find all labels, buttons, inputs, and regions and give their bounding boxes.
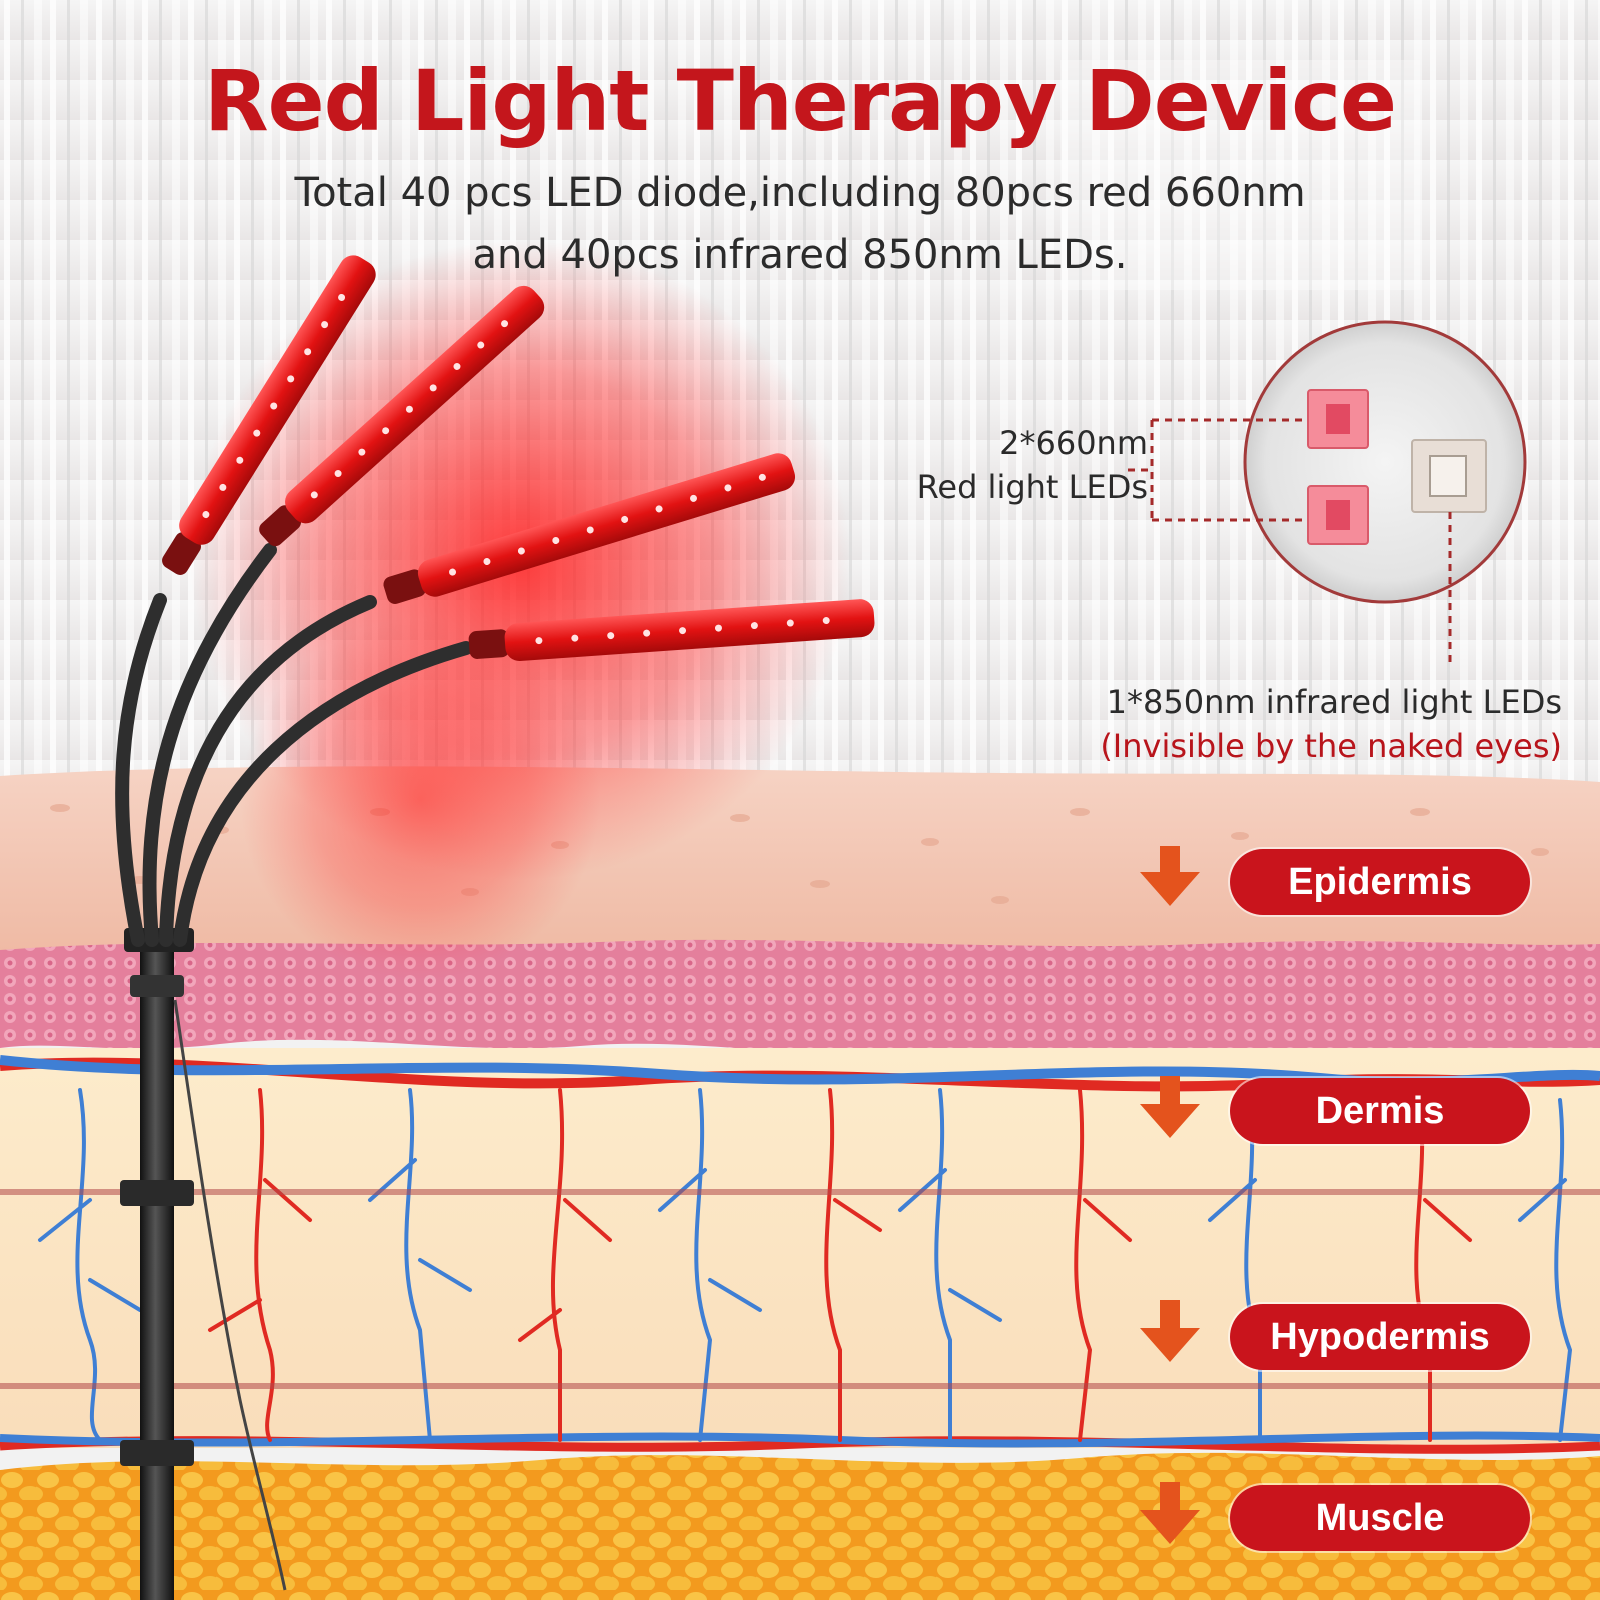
down-arrow-icon bbox=[1140, 1482, 1200, 1544]
muscle-badge: Muscle bbox=[1230, 1485, 1530, 1551]
infrared-led-label: 1*850nm infrared light LEDs bbox=[1106, 683, 1562, 721]
light-bar-2 bbox=[259, 285, 545, 547]
muscle-fat-layer bbox=[0, 1452, 1600, 1600]
red-led-type-label: Red light LEDs bbox=[916, 468, 1148, 506]
light-bar-3 bbox=[383, 453, 796, 604]
hypodermis-badge: Hypodermis bbox=[1230, 1304, 1530, 1370]
dermis-cell-layer bbox=[0, 939, 1600, 1064]
down-arrow-icon bbox=[1140, 846, 1200, 906]
epidermis-badge: Epidermis bbox=[1230, 849, 1530, 915]
subtitle-line-2: and 40pcs infrared 850nm LEDs. bbox=[472, 232, 1128, 278]
dermis-badge: Dermis bbox=[1230, 1078, 1530, 1144]
light-bar-1 bbox=[162, 255, 376, 575]
down-arrow-icon bbox=[1140, 1076, 1200, 1138]
red-led-count-label: 2*660nm bbox=[999, 424, 1148, 462]
light-bar-4 bbox=[468, 599, 875, 662]
window-highlight bbox=[1060, 60, 1420, 290]
hypodermis-label: Hypodermis bbox=[1270, 1316, 1490, 1358]
muscle-label: Muscle bbox=[1315, 1497, 1445, 1539]
down-arrow-icon bbox=[1140, 1300, 1200, 1362]
lamp-stand bbox=[120, 928, 287, 1600]
light-beams bbox=[0, 1189, 1600, 1389]
red-led-chip-top bbox=[1307, 389, 1369, 449]
led-chip-magnifier bbox=[1243, 320, 1527, 604]
red-glow-lower bbox=[240, 620, 600, 980]
capillaries bbox=[38, 1088, 1573, 1442]
page-title: Red Light Therapy Device bbox=[204, 52, 1397, 150]
red-led-chip-bottom bbox=[1307, 485, 1369, 545]
epidermis-label: Epidermis bbox=[1288, 861, 1472, 903]
infrared-led-chip bbox=[1411, 439, 1487, 513]
infrared-led-note: (Invisible by the naked eyes) bbox=[1100, 727, 1562, 765]
callout-lines bbox=[1128, 418, 1452, 668]
gooseneck-arms bbox=[115, 543, 473, 947]
subtitle-line-1: Total 40 pcs LED diode,including 80pcs r… bbox=[294, 170, 1306, 216]
dermis-label: Dermis bbox=[1315, 1090, 1445, 1132]
